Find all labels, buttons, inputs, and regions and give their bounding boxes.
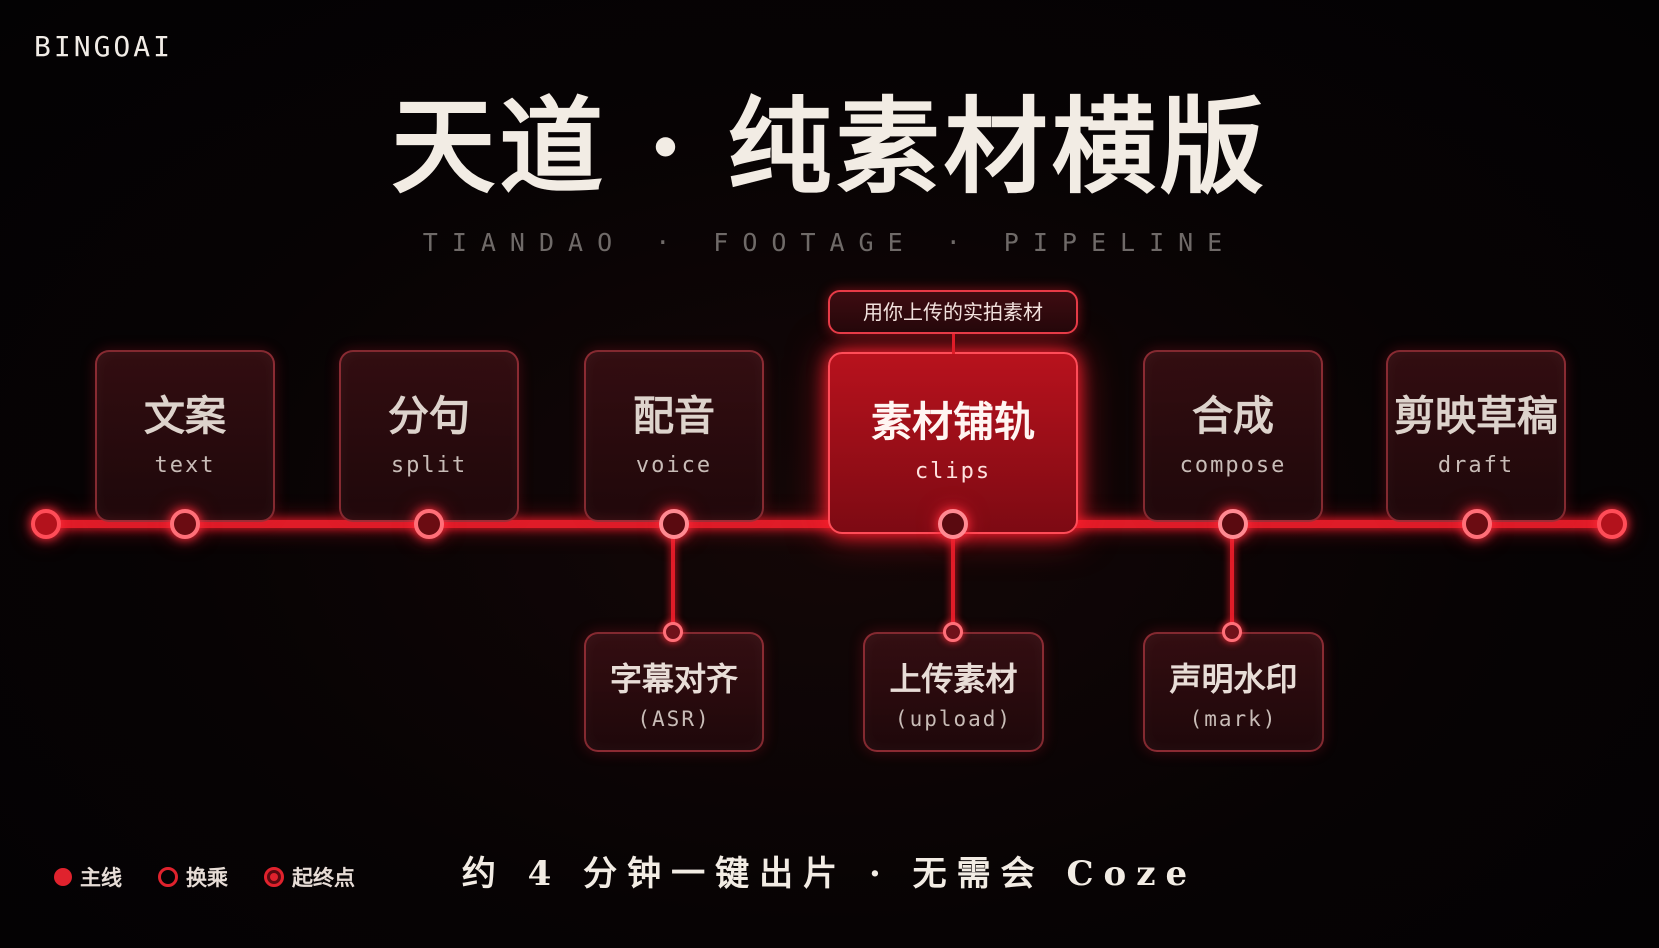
branch-card-mark[interactable]: 声明水印 (mark) bbox=[1143, 632, 1324, 752]
stage-card-split[interactable]: 分句 split bbox=[339, 350, 519, 522]
branch-card-upload[interactable]: 上传素材 (upload) bbox=[863, 632, 1044, 752]
page-subtitle: TIANDAO · FOOTAGE · PIPELINE bbox=[422, 228, 1237, 257]
terminal-node-end bbox=[1597, 509, 1627, 539]
legend: 主线 换乘 起终点 bbox=[54, 862, 355, 892]
page-title: 天道 · 纯素材横版 bbox=[391, 85, 1268, 208]
stage-label-zh: 配音 bbox=[633, 392, 715, 440]
stage-label-en: voice bbox=[635, 453, 713, 479]
transfer-ring-icon bbox=[158, 867, 178, 887]
stage-node-clips bbox=[938, 509, 968, 539]
legend-label-transfer: 换乘 bbox=[186, 866, 228, 890]
stage-label-en: split bbox=[390, 453, 468, 479]
branch-label-en: (upload) bbox=[894, 707, 1013, 732]
stage-card-clips[interactable]: 素材铺轨 clips bbox=[828, 352, 1078, 534]
stage-label-zh: 合成 bbox=[1192, 392, 1274, 440]
legend-label-terminal: 起终点 bbox=[292, 866, 355, 890]
branch-stem-mark bbox=[1230, 524, 1234, 634]
stage-card-draft[interactable]: 剪映草稿 draft bbox=[1386, 350, 1566, 522]
branch-dot-upload bbox=[943, 622, 963, 642]
branch-label-en: (mark) bbox=[1189, 707, 1278, 732]
branch-label-zh: 声明水印 bbox=[1169, 660, 1298, 698]
branch-dot-mark bbox=[1222, 622, 1242, 642]
branch-label-zh: 字幕对齐 bbox=[609, 660, 738, 698]
stage-label-zh: 素材铺轨 bbox=[871, 398, 1035, 446]
stage-label-zh: 分句 bbox=[388, 392, 470, 440]
callout-connector bbox=[952, 334, 955, 354]
legend-label-main: 主线 bbox=[80, 866, 122, 890]
stage-node-text bbox=[170, 509, 200, 539]
stage-label-en: text bbox=[154, 453, 216, 479]
legend-item-transfer: 换乘 bbox=[158, 862, 228, 892]
stage-label-en: draft bbox=[1437, 453, 1515, 479]
stage-card-text[interactable]: 文案 text bbox=[95, 350, 275, 522]
branch-label-en: (ASR) bbox=[637, 707, 711, 732]
stage-label-en: compose bbox=[1179, 453, 1287, 479]
stage-label-zh: 剪映草稿 bbox=[1394, 392, 1558, 440]
branch-dot-asr bbox=[663, 622, 683, 642]
clips-callout: 用你上传的实拍素材 bbox=[828, 290, 1078, 334]
branch-stem-upload bbox=[951, 524, 955, 634]
branch-stem-asr bbox=[671, 524, 675, 634]
stage-node-draft bbox=[1462, 509, 1492, 539]
legend-item-terminal: 起终点 bbox=[264, 862, 355, 892]
brand-logo: BINGOAI bbox=[34, 30, 174, 63]
stage-node-voice bbox=[659, 509, 689, 539]
legend-item-main: 主线 bbox=[54, 862, 122, 892]
footer-tagline: 约 4 分钟一键出片 · 无需会 Coze bbox=[461, 854, 1198, 894]
stage-node-compose bbox=[1218, 509, 1248, 539]
stage-label-en: clips bbox=[914, 459, 992, 485]
branch-card-asr[interactable]: 字幕对齐 (ASR) bbox=[584, 632, 764, 752]
stage-node-split bbox=[414, 509, 444, 539]
stage-label-zh: 文案 bbox=[144, 392, 226, 440]
main-line-dot-icon bbox=[54, 868, 72, 886]
stage-card-compose[interactable]: 合成 compose bbox=[1143, 350, 1323, 522]
branch-label-zh: 上传素材 bbox=[889, 660, 1018, 698]
terminal-target-icon bbox=[264, 867, 284, 887]
stage-card-voice[interactable]: 配音 voice bbox=[584, 350, 764, 522]
terminal-node-start bbox=[31, 509, 61, 539]
